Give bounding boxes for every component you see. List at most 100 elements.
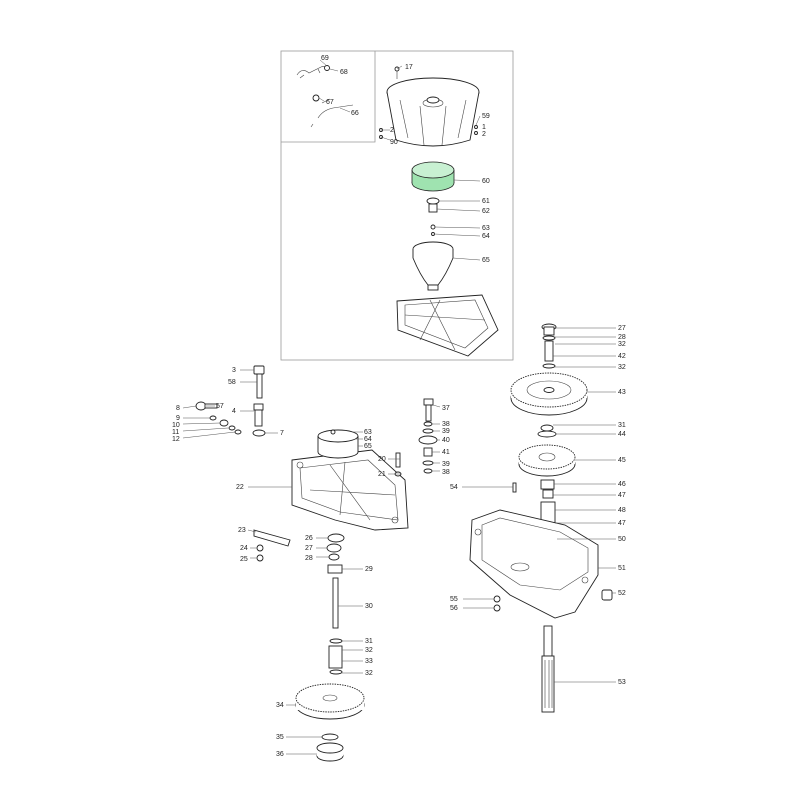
callout-90: 90	[390, 139, 398, 146]
callout-32-right-top: 32	[618, 341, 626, 348]
gear-housing-cover-part	[379, 66, 480, 147]
callout-63: 63	[364, 429, 372, 436]
callout-11: 11	[172, 429, 179, 436]
screws-55-56-part	[493, 595, 501, 612]
callout-47-bottom: 47	[618, 520, 626, 527]
bearing-61-62-part	[426, 197, 440, 236]
callout-68: 68	[340, 69, 348, 76]
callout-51: 51	[618, 565, 626, 572]
callout-39-top: 39	[442, 428, 450, 435]
callout-61: 61	[482, 198, 490, 205]
callout-62: 62	[482, 208, 490, 215]
stack-27-42-parts	[541, 323, 557, 369]
callout-47-top: 47	[618, 492, 626, 499]
callout-65-inset: 65	[482, 257, 490, 264]
callout-42: 42	[618, 353, 626, 360]
callout-38-bottom: 38	[442, 469, 450, 476]
callout-labels-right: 27 28 32 42 32 43 31 44 45 54 46 47 48 4…	[450, 325, 626, 686]
callout-24: 24	[240, 545, 248, 552]
callout-38-top: 38	[442, 421, 450, 428]
callout-labels-left: 3 58 57 8 9 10 11 12 4 7	[172, 367, 284, 443]
gearbox-housing-22-part	[291, 449, 409, 531]
callout-69: 69	[321, 55, 329, 62]
callout-7: 7	[280, 430, 284, 437]
inset-frame	[280, 50, 514, 361]
gear-45-part	[518, 444, 576, 477]
shaft-26-33-parts	[326, 533, 345, 675]
spring-clip-part	[296, 65, 354, 128]
callout-56: 56	[450, 605, 458, 612]
callout-34: 34	[276, 702, 284, 709]
callout-20: 20	[378, 456, 386, 463]
callout-17: 17	[405, 64, 413, 71]
gear-43-part	[510, 372, 588, 416]
callout-9: 9	[176, 415, 180, 422]
callout-labels-inset: 69 68 67 66 17 59 1 2 2 90 60 61 62 63 6…	[321, 55, 490, 264]
plug-52-part	[601, 589, 613, 601]
callout-60: 60	[482, 178, 490, 185]
callout-53: 53	[618, 679, 626, 686]
callout-27-right: 27	[618, 325, 626, 332]
callout-12: 12	[172, 436, 180, 443]
bearing-35-36-part	[316, 733, 344, 762]
callout-66: 66	[351, 110, 359, 117]
callout-4: 4	[232, 408, 236, 415]
callout-43: 43	[618, 389, 626, 396]
callout-44: 44	[618, 431, 626, 438]
callout-23: 23	[238, 527, 246, 534]
callout-50: 50	[618, 536, 626, 543]
callout-39-bottom: 39	[442, 461, 450, 468]
gearbox-plate-inset-part	[396, 294, 499, 357]
callout-30: 30	[365, 603, 373, 610]
callout-59: 59	[482, 113, 490, 120]
callout-40: 40	[442, 437, 450, 444]
callout-29: 29	[365, 566, 373, 573]
callout-45: 45	[618, 457, 626, 464]
funnel-65-part	[412, 241, 454, 291]
shaft-37-40-part	[418, 398, 438, 474]
callout-52: 52	[618, 590, 626, 597]
callout-21: 21	[378, 471, 386, 478]
callout-64: 64	[364, 436, 372, 443]
callout-8: 8	[176, 405, 180, 412]
callout-labels-center: 63 64 65 22 37 38 39 40 41 39 38 20 21 2…	[236, 405, 450, 758]
callout-63-inset: 63	[482, 225, 490, 232]
callout-41: 41	[442, 449, 450, 456]
callout-26: 26	[305, 535, 313, 542]
callout-22: 22	[236, 484, 244, 491]
callout-33: 33	[365, 658, 373, 665]
callout-31: 31	[365, 638, 373, 645]
callout-32-bottom: 32	[365, 670, 373, 677]
gearbox-housing-51-part	[469, 509, 599, 619]
callout-46: 46	[618, 481, 626, 488]
callout-54: 54	[450, 484, 458, 491]
gear-34-part	[295, 683, 365, 720]
callout-35: 35	[276, 734, 284, 741]
callout-27: 27	[305, 545, 313, 552]
leader-lines	[182, 59, 616, 755]
gear-60-highlighted-part	[411, 161, 455, 192]
callout-1: 1	[482, 124, 486, 131]
callout-28-right: 28	[618, 334, 626, 341]
callout-2-right: 2	[482, 131, 486, 138]
callout-32-top: 32	[365, 647, 373, 654]
cylinder-63-65-part	[317, 429, 359, 459]
callout-32-right-bottom: 32	[618, 364, 626, 371]
callout-37: 37	[442, 405, 450, 412]
callout-65: 65	[364, 443, 372, 450]
callout-64-inset: 64	[482, 233, 490, 240]
output-shaft-53-part	[541, 625, 555, 713]
callout-67: 67	[326, 99, 334, 106]
callout-55: 55	[450, 596, 458, 603]
callout-10: 10	[172, 422, 180, 429]
callout-48: 48	[618, 507, 626, 514]
washer-31-44-part	[537, 424, 557, 438]
lever-23-25-part	[253, 529, 291, 562]
callout-58: 58	[228, 379, 236, 386]
callout-36: 36	[276, 751, 284, 758]
callout-2-left: 2	[390, 127, 394, 134]
callout-3: 3	[232, 367, 236, 374]
bolt-4-part	[252, 403, 266, 437]
callout-25: 25	[240, 556, 248, 563]
